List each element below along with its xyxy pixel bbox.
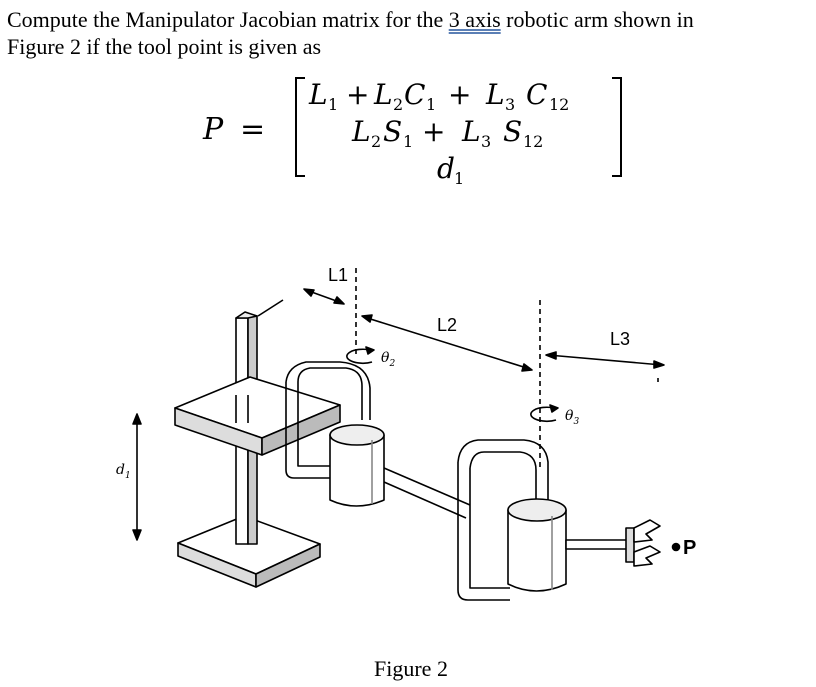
label-theta2: θ2 — [381, 350, 395, 369]
svg-text:L: L — [373, 78, 393, 111]
matrix-left-bracket — [295, 77, 305, 177]
label-d1: d1 — [116, 462, 131, 481]
d1-dimension — [132, 413, 142, 541]
svg-text:S: S — [503, 115, 522, 148]
label-L3: L3 — [610, 329, 630, 349]
theta2-rotation-arrow — [346, 346, 375, 365]
svg-text:d: d — [437, 152, 455, 185]
svg-text:12: 12 — [523, 132, 543, 151]
figure-labels: L1 L2 L3 θ2 θ3 d1 P — [116, 265, 696, 559]
tool-point-dot — [671, 542, 681, 552]
label-L2: L2 — [437, 315, 457, 335]
svg-text:2: 2 — [371, 132, 381, 151]
prismatic-carriage — [174, 376, 341, 456]
label-tool-point: P — [683, 537, 696, 559]
svg-text:+: + — [422, 115, 445, 148]
question-underlined-term: 3 axis — [448, 7, 501, 32]
matrix-row-2: L 2 S 1 + L 3 S 12 — [351, 115, 543, 151]
svg-text:2: 2 — [393, 95, 403, 114]
link3-and-gripper — [565, 519, 681, 567]
matrix-row-1: L 1 + L 2 C 1 + L 3 C 12 — [308, 78, 569, 114]
svg-text:+: + — [346, 78, 369, 111]
link2-arm — [383, 467, 471, 519]
joint3-cylinder — [507, 498, 567, 592]
question-text-line2: Figure 2 if the tool point is given as — [7, 34, 322, 59]
svg-text:+: + — [448, 78, 471, 111]
matrix-right-bracket — [612, 77, 622, 177]
link1-bracket — [285, 361, 371, 479]
svg-text:C: C — [526, 78, 547, 111]
svg-text:3: 3 — [505, 95, 515, 114]
tool-point-equation: P = L 1 + L 2 C 1 + L 3 C 12 L 2 S 1 + L… — [202, 77, 622, 188]
label-theta3: θ3 — [565, 408, 579, 427]
svg-text:1: 1 — [328, 95, 338, 114]
label-L1: L1 — [328, 265, 348, 285]
L3-dimension — [545, 351, 665, 382]
equation-equals: = — [240, 112, 265, 147]
theta3-rotation-arrow — [530, 404, 559, 423]
svg-text:12: 12 — [549, 95, 569, 114]
link2-bracket — [457, 439, 549, 601]
svg-text:L: L — [485, 78, 505, 111]
matrix-row-3: d 1 — [437, 152, 464, 188]
L2-dimension — [361, 300, 541, 470]
figure-caption: Figure 2 — [374, 656, 448, 681]
svg-text:1: 1 — [426, 95, 436, 114]
svg-text:L: L — [461, 115, 481, 148]
svg-text:1: 1 — [403, 132, 413, 151]
question-text-part2: robotic arm shown in — [500, 7, 694, 32]
joint2-cylinder — [329, 424, 385, 507]
L1-dimension — [257, 268, 357, 356]
robot-arm-diagram — [132, 268, 681, 601]
equation-lhs: P — [202, 112, 224, 147]
question-text: Compute the Manipulator Jacobian matrix … — [7, 6, 807, 60]
svg-text:1: 1 — [454, 169, 464, 188]
base-plate — [177, 515, 321, 588]
svg-text:S: S — [383, 115, 402, 148]
svg-text:L: L — [351, 115, 371, 148]
question-text-part1: Compute the Manipulator Jacobian matrix … — [7, 7, 449, 32]
svg-text:3: 3 — [481, 132, 491, 151]
svg-text:C: C — [404, 78, 425, 111]
svg-text:L: L — [308, 78, 328, 111]
